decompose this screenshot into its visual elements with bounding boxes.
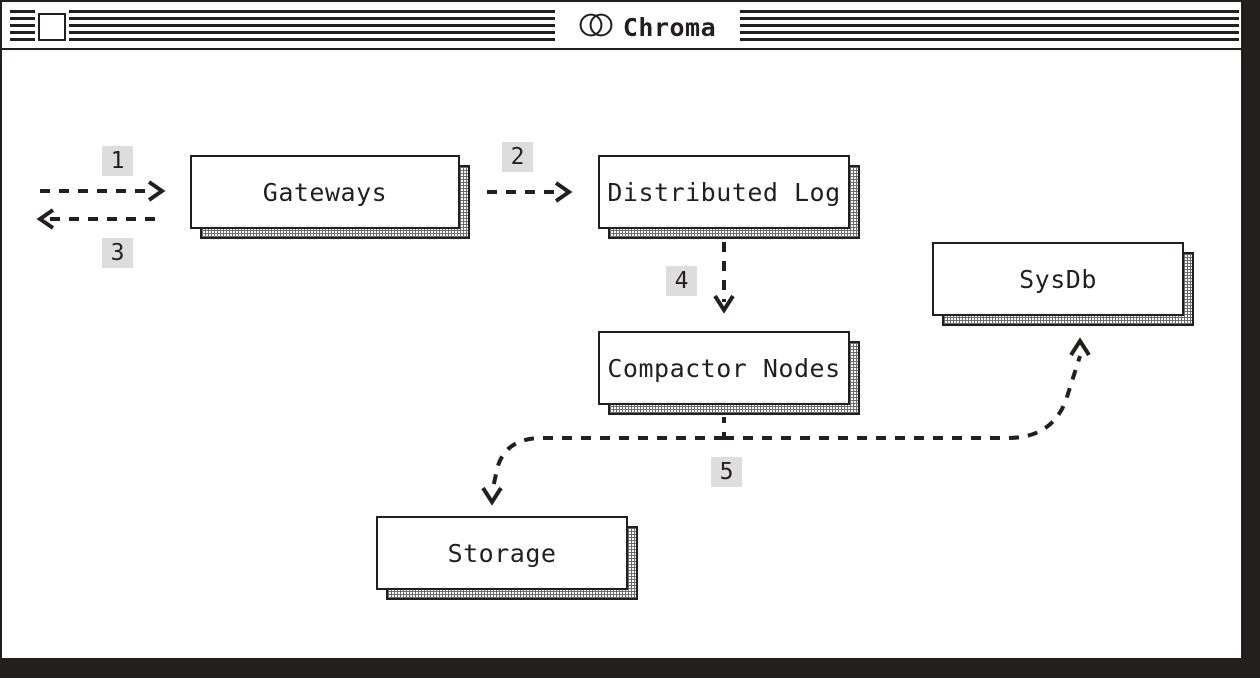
- node-label: Distributed Log: [607, 177, 841, 207]
- node-label: Storage: [447, 538, 557, 568]
- edge-badge-1: 1: [102, 146, 133, 176]
- edge-3-path: [36, 208, 163, 230]
- node-distributed-log[interactable]: Distributed Log: [598, 155, 860, 239]
- edge-2-path: [487, 181, 573, 203]
- node-storage[interactable]: Storage: [376, 516, 638, 600]
- edge-4-path: [713, 242, 735, 314]
- window-title-group: Chroma: [555, 8, 740, 46]
- node-face: Distributed Log: [598, 155, 850, 229]
- node-face: Gateways: [190, 155, 460, 229]
- chroma-window: Chroma: [0, 0, 1243, 660]
- node-face: Compactor Nodes: [598, 331, 850, 405]
- node-face: Storage: [376, 516, 628, 590]
- edge-badge-3: 3: [102, 238, 133, 268]
- node-compactor-nodes[interactable]: Compactor Nodes: [598, 331, 860, 415]
- diagram-canvas: Gateways Distributed Log SysDb Compactor…: [2, 50, 1241, 658]
- node-sysdb[interactable]: SysDb: [932, 242, 1194, 326]
- node-label: Gateways: [262, 177, 388, 207]
- titlebar-stripes-left: [10, 10, 555, 44]
- chroma-venn-logo-icon: [579, 12, 613, 42]
- node-gateways[interactable]: Gateways: [190, 155, 470, 239]
- edge-badge-2: 2: [502, 142, 533, 172]
- window-title-text: Chroma: [622, 12, 717, 42]
- node-face: SysDb: [932, 242, 1184, 316]
- close-box-button[interactable]: [38, 13, 66, 41]
- node-label: SysDb: [1019, 264, 1097, 294]
- edge-1-path: [40, 180, 166, 202]
- edge-badge-5: 5: [711, 457, 742, 487]
- titlebar-stripes-right: [740, 10, 1239, 44]
- edge-badge-4: 4: [666, 266, 697, 296]
- node-label: Compactor Nodes: [607, 353, 841, 383]
- window-titlebar[interactable]: Chroma: [2, 2, 1241, 50]
